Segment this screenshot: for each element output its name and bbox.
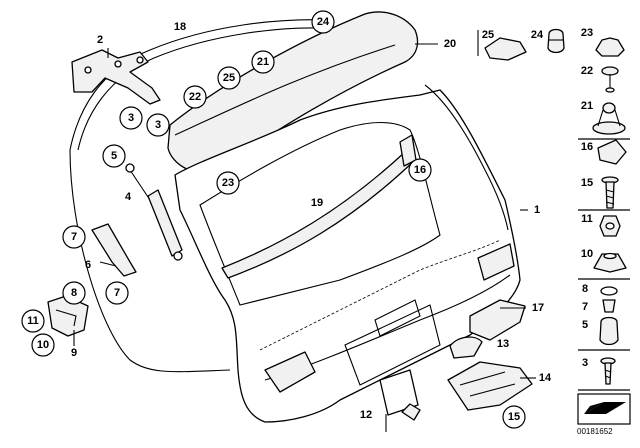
svg-text:16: 16 — [581, 141, 593, 153]
seal-gasket — [69, 19, 331, 373]
side-part-10: 10 — [581, 248, 627, 273]
callout-label: 7 — [71, 231, 77, 243]
callout-7b: 7 — [105, 281, 129, 305]
callout-label: 15 — [508, 411, 520, 423]
side-part-5: 5 — [582, 316, 619, 346]
callout-label: 11 — [27, 315, 39, 327]
callout-7a: 7 — [62, 225, 86, 249]
cable-bracket — [91, 223, 137, 277]
side-part-7: 7 — [582, 299, 616, 313]
callout-label: 21 — [257, 56, 269, 68]
callout-5: 5 — [102, 144, 126, 168]
switch-part — [469, 299, 526, 341]
callout-8: 8 — [62, 281, 86, 305]
grommet-part — [401, 403, 421, 421]
callout-20: 20 — [444, 38, 456, 50]
tail-light-left — [264, 351, 316, 393]
callout-1: 1 — [534, 204, 540, 216]
svg-text:8: 8 — [582, 283, 588, 295]
callout-3a: 3 — [119, 106, 143, 130]
callout-9: 9 — [71, 347, 77, 359]
svg-text:3: 3 — [582, 357, 588, 369]
side-part-8: 8 — [582, 283, 618, 296]
hinge-bolt — [136, 56, 144, 64]
callout-2: 2 — [97, 34, 103, 46]
side-part-11: 11 — [581, 213, 621, 237]
side-part-21: 21 — [581, 100, 626, 135]
callout-label: 25 — [223, 72, 235, 84]
callout-label: 7 — [114, 287, 120, 299]
svg-text:11: 11 — [581, 213, 593, 225]
callout-11: 11 — [21, 309, 45, 333]
diagram-id: 00181652 — [577, 427, 613, 436]
callout-label: 3 — [155, 119, 161, 131]
side-part-15: 15 — [581, 176, 619, 209]
hinge-bolt — [114, 60, 122, 68]
spoiler-edge — [174, 44, 396, 136]
cover-panel — [379, 369, 419, 416]
cap-part — [449, 336, 483, 359]
callout-24: 24 — [311, 10, 335, 34]
callout-17: 17 — [532, 302, 544, 314]
lock-detail — [459, 371, 516, 397]
callout-21: 21 — [251, 50, 275, 74]
leader-line — [99, 261, 117, 267]
svg-text:15: 15 — [581, 177, 593, 189]
callout-14: 14 — [539, 372, 552, 384]
side-part-23: 23 — [581, 27, 625, 57]
gas-strut-end — [125, 163, 135, 173]
callout-label: 16 — [414, 164, 426, 176]
side-part-3: 3 — [582, 357, 616, 385]
svg-text:23: 23 — [581, 27, 593, 39]
callout-19: 19 — [311, 197, 323, 209]
callout-12: 12 — [360, 409, 372, 421]
side-part-22: 22 — [581, 65, 619, 93]
tailgate-window-frame — [199, 122, 441, 306]
hinge-part — [71, 49, 161, 105]
latch-detail — [55, 309, 77, 327]
callout-label: 23 — [222, 177, 234, 189]
tail-light-right — [477, 243, 515, 281]
svg-text:25: 25 — [482, 29, 494, 41]
seal-gasket-inner — [77, 27, 321, 151]
direction-arrow-icon — [577, 393, 631, 425]
svg-text:24: 24 — [531, 29, 544, 41]
callout-label: 8 — [71, 287, 77, 299]
callout-10: 10 — [31, 333, 55, 357]
callout-18: 18 — [174, 21, 186, 33]
callout-15: 15 — [502, 405, 526, 429]
small-part-24: 24 — [531, 28, 565, 54]
svg-text:10: 10 — [581, 248, 593, 260]
callout-23: 23 — [216, 171, 240, 195]
callout-22: 22 — [183, 85, 207, 109]
callout-16: 16 — [408, 158, 432, 182]
tailgate-inner-panel — [259, 239, 501, 351]
callout-25: 25 — [217, 66, 241, 90]
gas-strut-end — [173, 251, 183, 261]
tailgate-license-recess — [344, 304, 441, 386]
small-part-25: 25 — [477, 29, 527, 61]
callout-label: 5 — [111, 150, 117, 162]
tailgate-plate-area — [374, 299, 421, 337]
svg-text:21: 21 — [581, 100, 593, 112]
lock-actuator — [447, 361, 533, 411]
callout-3b: 3 — [146, 113, 170, 137]
callout-label: 3 — [128, 112, 134, 124]
svg-text:22: 22 — [581, 65, 593, 77]
callout-label: 10 — [37, 339, 49, 351]
callout-6: 6 — [85, 259, 91, 271]
gas-strut-rod — [129, 169, 151, 201]
hinge-bolt — [84, 66, 92, 74]
callout-label: 22 — [189, 91, 201, 103]
gas-strut-cylinder — [147, 189, 183, 257]
callout-13: 13 — [497, 338, 509, 350]
side-part-16: 16 — [581, 139, 627, 165]
callout-4: 4 — [125, 191, 132, 203]
tailgate-right-edge — [424, 84, 509, 231]
svg-text:7: 7 — [582, 301, 588, 313]
callout-label: 24 — [317, 16, 330, 28]
svg-text:5: 5 — [582, 319, 588, 331]
